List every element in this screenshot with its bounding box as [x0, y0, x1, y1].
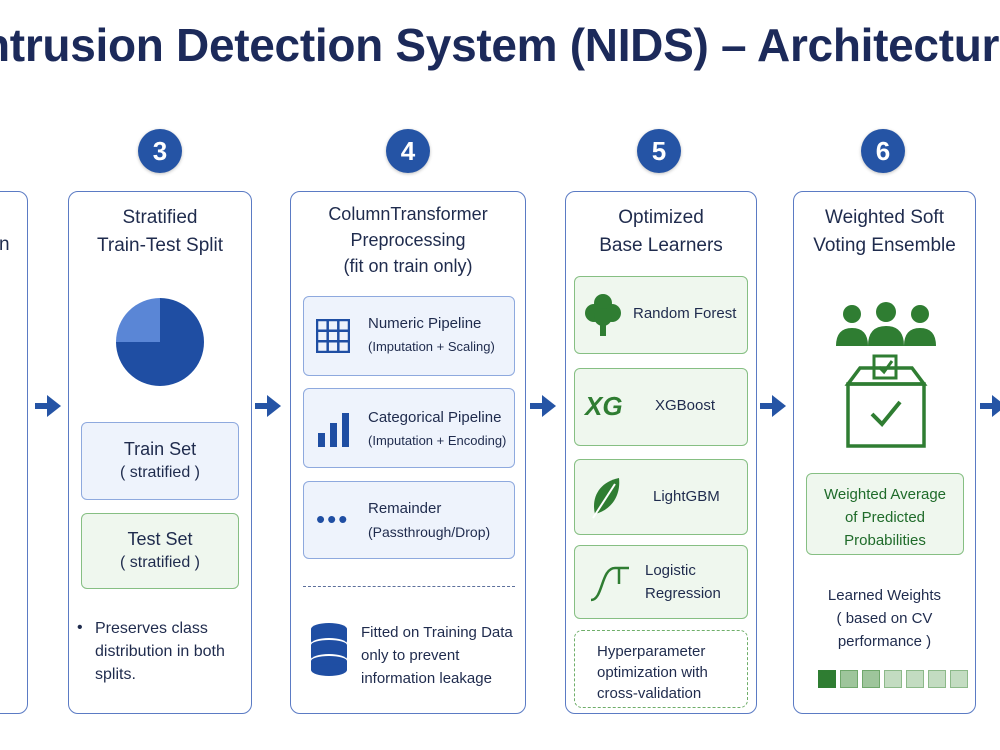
learner-xgboost: XG XGBoost	[574, 368, 748, 446]
step-number-6: 6	[861, 129, 905, 173]
weighted-average-box: Weighted Average of Predicted Probabilit…	[806, 473, 964, 555]
panel-title: Base Learners	[599, 235, 723, 256]
test-set-label: Test Set	[127, 529, 193, 549]
weight-square	[840, 670, 858, 688]
panel-title: Preprocessing	[350, 230, 466, 250]
panel-preprocessing: ColumnTransformer Preprocessing (fit on …	[290, 191, 526, 714]
weight-square	[950, 670, 968, 688]
learned-weights-text: Learned Weights ( based on CV performanc…	[794, 584, 975, 653]
arrow-right-icon	[530, 395, 556, 417]
fitted-note-line: only to prevent	[361, 647, 460, 664]
categorical-pipeline-box: Categorical Pipeline (Imputation + Encod…	[303, 388, 515, 468]
grid-icon	[316, 319, 350, 353]
weighted-average-line: Probabilities	[844, 532, 926, 549]
weight-squares	[818, 670, 968, 688]
weight-square	[884, 670, 902, 688]
page-title: ntrusion Detection System (NIDS) – Archi…	[0, 19, 1000, 71]
voting-people-icon	[836, 302, 936, 448]
weighted-average-line: of Predicted	[844, 509, 926, 526]
panel-title: Optimized	[618, 207, 704, 228]
train-set-sub: ( stratified )	[119, 464, 200, 481]
panel-voting-ensemble: Weighted Soft Voting Ensemble Weighted A…	[793, 191, 976, 714]
panel-step-2: n	[0, 191, 28, 714]
arrow-right-icon	[35, 395, 61, 417]
hyperparameter-note-box: Hyperparameter optimization with cross-v…	[574, 630, 748, 708]
remainder-title: Remainder	[368, 500, 442, 517]
learner-random-forest: Random Forest	[574, 276, 748, 354]
note-line: splits.	[95, 666, 136, 683]
learned-weights-line: ( based on CV	[836, 610, 933, 627]
pie-chart	[116, 298, 204, 386]
remainder-box: ••• Remainder (Passthrough/Drop)	[303, 481, 515, 559]
fitted-note-line: information leakage	[361, 670, 492, 687]
sigmoid-icon	[590, 566, 629, 602]
learner-lightgbm: LightGBM	[574, 459, 748, 535]
tree-icon	[585, 294, 621, 336]
note-line: Preserves class	[95, 620, 208, 637]
categorical-pipeline-title: Categorical Pipeline	[368, 409, 502, 426]
panel-stratified-split: Stratified Train-Test Split Train Set ( …	[68, 191, 252, 714]
learner-label: Random Forest	[633, 305, 737, 322]
train-set-box: Train Set ( stratified )	[81, 422, 239, 500]
weight-square	[862, 670, 880, 688]
note-line: distribution in both	[95, 643, 225, 660]
note-text: Preserves class distribution in both spl…	[95, 617, 225, 686]
panel-title: Weighted Soft	[824, 207, 944, 228]
step-number-4: 4	[386, 129, 430, 173]
pie-slice-small	[116, 298, 160, 342]
numeric-pipeline-sub: (Imputation + Scaling)	[368, 339, 495, 354]
panel-base-learners: Optimized Base Learners Random Forest XG…	[565, 191, 757, 714]
hyperparameter-note-line: optimization with	[597, 664, 708, 681]
panel-step-2-title-fragment: n	[0, 234, 10, 255]
panel-title: Train-Test Split	[97, 235, 223, 256]
bar-chart-icon	[318, 413, 349, 447]
hyperparameter-note-line: cross-validation	[597, 685, 702, 702]
fitted-note: Fitted on Training Data only to prevent …	[361, 621, 513, 690]
weighted-average-line: Weighted Average	[823, 486, 947, 503]
hyperparameter-note-line: Hyperparameter	[597, 643, 706, 660]
dots-icon: •••	[316, 504, 350, 534]
test-set-box: Test Set ( stratified )	[81, 513, 239, 589]
learner-label: Logistic	[645, 562, 696, 579]
arrow-right-icon	[980, 395, 1000, 417]
step-number-5: 5	[637, 129, 681, 173]
remainder-sub: (Passthrough/Drop)	[368, 524, 491, 540]
divider	[303, 586, 515, 587]
learner-label: XGBoost	[655, 397, 716, 414]
arrow-right-icon	[760, 395, 786, 417]
numeric-pipeline-title: Numeric Pipeline	[368, 315, 482, 332]
panel-title: ColumnTransformer	[328, 204, 488, 224]
fitted-note-line: Fitted on Training Data	[361, 624, 513, 641]
weight-square	[928, 670, 946, 688]
panel-title: Stratified	[122, 207, 198, 228]
learner-logistic-regression: Logistic Regression	[574, 545, 748, 619]
learned-weights-line: Learned Weights	[827, 587, 942, 604]
categorical-pipeline-sub: (Imputation + Encoding)	[368, 433, 507, 448]
arrow-right-icon	[255, 395, 281, 417]
learner-label: Regression	[645, 585, 721, 602]
numeric-pipeline-box: Numeric Pipeline (Imputation + Scaling)	[303, 296, 515, 376]
weight-square	[818, 670, 836, 688]
panel-title: (fit on train only)	[343, 256, 473, 276]
xgboost-icon: XG	[585, 391, 623, 421]
train-set-label: Train Set	[123, 439, 197, 459]
database-icon	[311, 623, 347, 676]
learned-weights-line: performance )	[837, 633, 932, 650]
weight-square	[906, 670, 924, 688]
weighted-average-text: Weighted Average of Predicted Probabilit…	[807, 483, 963, 552]
leaf-icon	[592, 478, 620, 519]
panel-title: Voting Ensemble	[813, 235, 956, 256]
bullet-icon: •	[77, 619, 83, 636]
test-set-sub: ( stratified )	[119, 554, 200, 571]
step-number-3: 3	[138, 129, 182, 173]
hyperparameter-note: Hyperparameter optimization with cross-v…	[597, 641, 708, 704]
learner-label: LightGBM	[653, 488, 720, 505]
